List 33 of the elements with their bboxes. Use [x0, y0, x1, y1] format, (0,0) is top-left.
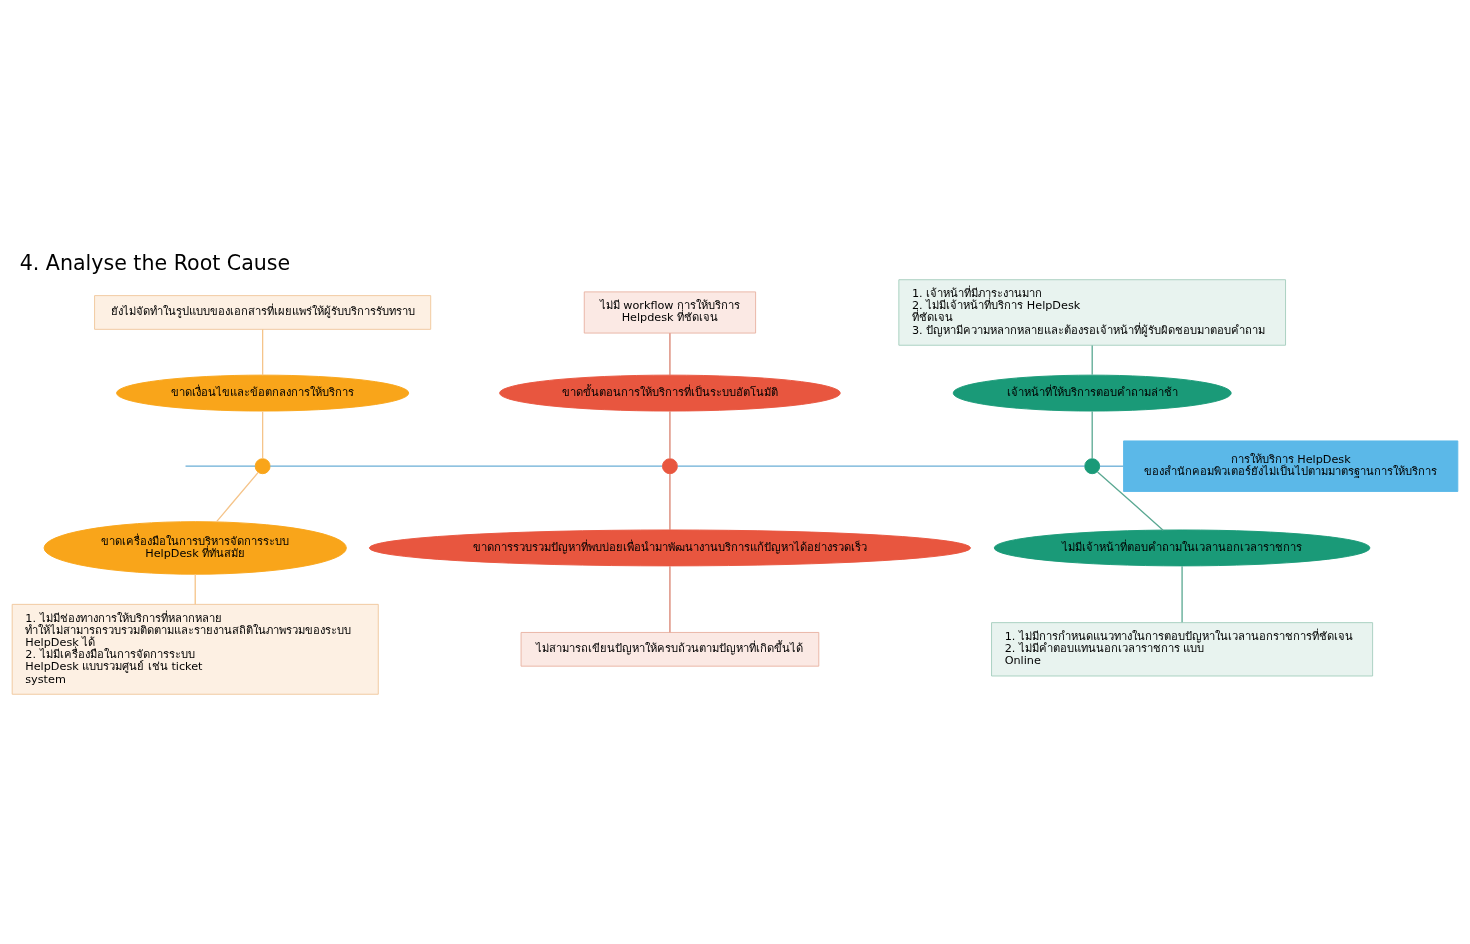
connector — [269, 465, 663, 467]
connector — [677, 465, 1086, 467]
node-ellipse: ขาดการรวบรวมปัญหาที่พบบ่อยเพื่อนำมาพัฒนางานบริการแก้ปัญหาได้อย่างรวดเร็ว — [368, 529, 971, 567]
connector — [184, 465, 256, 467]
connector — [1181, 565, 1183, 623]
connector — [669, 332, 671, 376]
connector — [194, 573, 196, 605]
node-box: 1. ไม่มีช่องทางการให้บริการที่หลากหลาย ทำให้ไม่สามารถรวบรวมติดตามและรายงานสถิติในภาพรวมของระบบ HelpDesk ได้ 2. ไม่มีเครื่องมือในการจัดการระบบ HelpDesk แบบรวมศูนย์ เช่น ticket system — [11, 603, 379, 695]
node-ellipse: เจ้าหน้าที่ให้บริการตอบคำถามล่าช้า — [952, 374, 1232, 412]
connector — [669, 565, 671, 633]
connector — [215, 471, 259, 523]
connector — [1099, 465, 1125, 467]
node-box: 1. ไม่มีการกำหนดแนวทางในการตอบปัญหาในเวลานอกราชการที่ชัดเจน 2. ไม่มีคำตอบแทนนอกเวลาราชการ แบบ Online — [991, 622, 1374, 677]
node-box: การให้บริการ HelpDesk ของสำนักคอมพิวเตอร์ยังไม่เป็นไปตามมาตรฐานการให้บริการ — [1123, 440, 1459, 492]
connector — [1091, 410, 1093, 460]
node-box: ยังไม่จัดทำในรูปแบบของเอกสารที่เผยแพร่ให้ผู้รับบริการรับทราบ — [94, 295, 432, 330]
diagram-title: 4. Analyse the Root Cause — [19, 250, 291, 275]
node-box: ไม่มี workflow การให้บริการ Helpdesk ที่ชัดเจน — [583, 291, 757, 334]
node-box: ไม่สามารถเขียนปัญหาให้ครบถ้วนตามปัญหาที่เกิดขึ้นได้ — [520, 632, 820, 667]
connector — [1091, 344, 1093, 376]
node-box: 1. เจ้าหน้าที่มีภาระงานมาก 2. ไม่มีเจ้าหน้าที่บริการ HelpDesk ที่ชัดเจน 3. ปัญหามีความหลากหลายและต้องรอเจ้าหน้าที่ผู้รับผิดชอบมาตอบคำถาม — [898, 279, 1286, 346]
connector — [262, 410, 264, 460]
connector — [262, 328, 264, 376]
node-circle — [254, 458, 271, 475]
node-ellipse: ขาดขั้นตอนการให้บริการที่เป็นระบบอัตโนมัติ — [499, 374, 841, 412]
node-ellipse: ขาดเงื่อนไขและข้อตกลงการให้บริการ — [116, 374, 410, 412]
node-circle — [1084, 458, 1101, 475]
connector — [669, 473, 671, 531]
node-circle — [661, 458, 678, 475]
connector — [669, 410, 671, 460]
connector — [1096, 471, 1164, 531]
node-ellipse: ขาดเครื่องมือในการบริหารจัดการระบบ HelpDesk ที่ทันสมัย — [43, 521, 347, 575]
node-ellipse: ไม่มีเจ้าหน้าที่ตอบคำถามในเวลานอกเวลาราชการ — [993, 529, 1371, 567]
